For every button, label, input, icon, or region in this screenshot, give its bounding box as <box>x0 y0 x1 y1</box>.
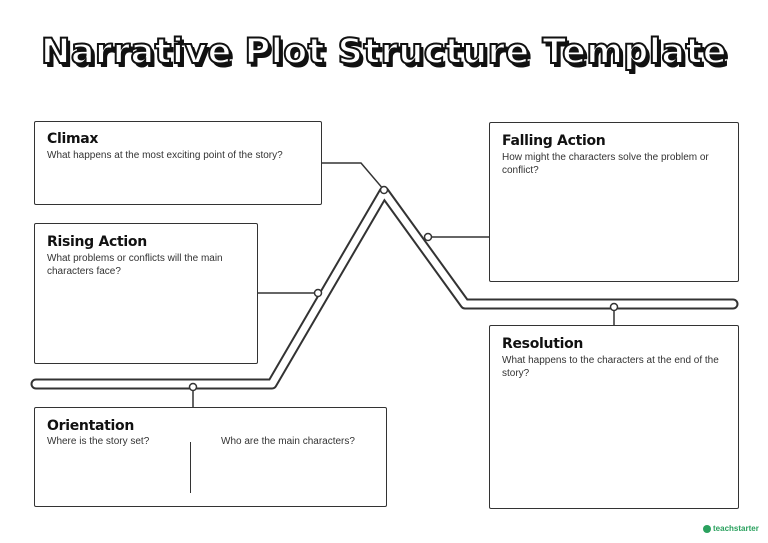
resolution-box[interactable]: Resolution What happens to the character… <box>489 325 739 509</box>
falling-action-prompt: How might the characters solve the probl… <box>502 152 709 176</box>
orientation-prompt-setting: Where is the story set? <box>47 436 150 447</box>
junction-rising <box>313 288 323 298</box>
climax-box[interactable]: Climax What happens at the most exciting… <box>34 121 322 205</box>
junction-orientation <box>188 382 198 392</box>
falling-action-heading: Falling Action <box>502 133 606 149</box>
junction-climax <box>379 185 389 195</box>
brand-name: teachstarter <box>713 524 759 533</box>
junction-resolution <box>609 302 619 312</box>
resolution-prompt: What happens to the characters at the en… <box>502 355 719 379</box>
falling-action-box[interactable]: Falling Action How might the characters … <box>489 122 739 282</box>
brand-logo: teachstarter <box>703 524 759 533</box>
orientation-divider <box>190 442 191 493</box>
orientation-box[interactable]: Orientation Where is the story set? Who … <box>34 407 387 507</box>
rising-action-heading: Rising Action <box>47 234 147 250</box>
junction-falling <box>423 232 433 242</box>
orientation-prompt-characters: Who are the main characters? <box>221 436 355 447</box>
resolution-heading: Resolution <box>502 336 584 352</box>
brand-mark-icon <box>703 524 711 533</box>
connector-climax <box>321 162 385 191</box>
page-title: Narrative Plot Structure Template <box>40 31 727 73</box>
climax-heading: Climax <box>47 131 99 147</box>
rising-action-box[interactable]: Rising Action What problems or conflicts… <box>34 223 258 364</box>
climax-prompt: What happens at the most exciting point … <box>47 150 283 161</box>
orientation-heading: Orientation <box>47 418 134 434</box>
rising-action-prompt: What problems or conflicts will the main… <box>47 253 223 277</box>
